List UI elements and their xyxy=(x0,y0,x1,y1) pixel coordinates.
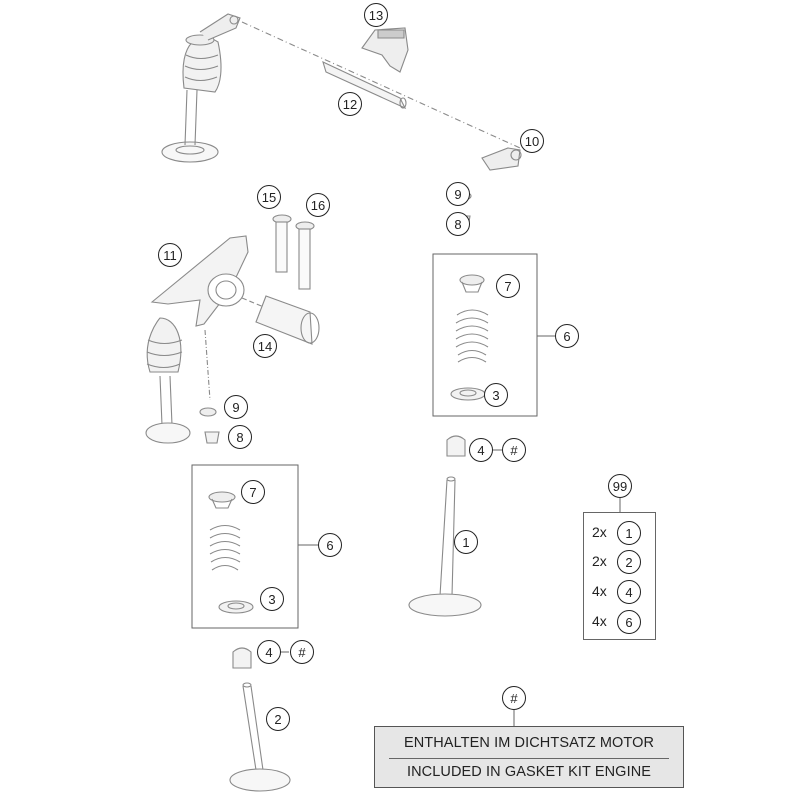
callout-hash-left[interactable]: # xyxy=(290,640,314,664)
kit-99-box xyxy=(583,512,656,640)
rocker-arm-small xyxy=(481,147,522,171)
bolt-15 xyxy=(272,214,292,273)
callout-9-right[interactable]: 9 xyxy=(446,182,470,206)
callout-7-right[interactable]: 7 xyxy=(496,274,520,298)
spring-kit-left-parts xyxy=(208,491,254,614)
valve-keeper-left xyxy=(204,431,220,444)
bolt-16 xyxy=(295,221,315,290)
callout-hash-right[interactable]: # xyxy=(502,438,526,462)
valve-shim-left xyxy=(199,407,217,417)
callout-6-left[interactable]: 6 xyxy=(318,533,342,557)
valve-seal-left xyxy=(232,647,252,669)
callout-4-right[interactable]: 4 xyxy=(469,438,493,462)
kit-part-6[interactable]: 6 xyxy=(617,610,641,634)
legend-text-en: INCLUDED IN GASKET KIT ENGINE xyxy=(406,764,652,780)
valve-2 xyxy=(229,682,291,792)
kit-part-1[interactable]: 1 xyxy=(617,521,641,545)
callout-13[interactable]: 13 xyxy=(364,3,388,27)
callout-14[interactable]: 14 xyxy=(253,334,277,358)
valve-seal-right xyxy=(446,435,466,457)
kit-qty-6: 4x xyxy=(592,613,607,629)
spring-kit-right-parts xyxy=(450,274,489,401)
callout-7-left[interactable]: 7 xyxy=(241,480,265,504)
rocker-arm-11 xyxy=(150,235,249,327)
callout-12[interactable]: 12 xyxy=(338,92,362,116)
legend-text-de: ENTHALTEN IM DICHTSATZ MOTOR xyxy=(403,735,655,751)
callout-11[interactable]: 11 xyxy=(158,243,182,267)
valve-spring-assembly-left xyxy=(145,317,211,444)
callout-1[interactable]: 1 xyxy=(454,530,478,554)
callout-3-left[interactable]: 3 xyxy=(260,587,284,611)
rocker-pin xyxy=(241,295,320,345)
kit-qty-2: 2x xyxy=(592,553,607,569)
callout-9-left[interactable]: 9 xyxy=(224,395,248,419)
kit-part-4[interactable]: 4 xyxy=(617,580,641,604)
spring-kit-box-left xyxy=(191,464,299,629)
kit-qty-4: 4x xyxy=(592,583,607,599)
callout-8-left[interactable]: 8 xyxy=(228,425,252,449)
callout-99[interactable]: 99 xyxy=(608,474,632,498)
callout-10[interactable]: 10 xyxy=(520,129,544,153)
callout-2[interactable]: 2 xyxy=(266,707,290,731)
legend-divider xyxy=(389,758,669,759)
callout-15[interactable]: 15 xyxy=(257,185,281,209)
rocker-shaft xyxy=(241,21,521,149)
valve-spring-assembly-top xyxy=(161,13,241,163)
callout-16[interactable]: 16 xyxy=(306,193,330,217)
callout-hash-legend[interactable]: # xyxy=(502,686,526,710)
callout-4-left[interactable]: 4 xyxy=(257,640,281,664)
callout-8-right[interactable]: 8 xyxy=(446,212,470,236)
callout-3-right[interactable]: 3 xyxy=(484,383,508,407)
kit-part-2[interactable]: 2 xyxy=(617,550,641,574)
valve-1 xyxy=(408,476,482,617)
kit-qty-1: 2x xyxy=(592,524,607,540)
callout-6-right[interactable]: 6 xyxy=(555,324,579,348)
decompression-part xyxy=(361,27,409,73)
spring-kit-box-right xyxy=(432,253,538,417)
gasket-kit-legend: ENTHALTEN IM DICHTSATZ MOTOR INCLUDED IN… xyxy=(374,726,684,788)
